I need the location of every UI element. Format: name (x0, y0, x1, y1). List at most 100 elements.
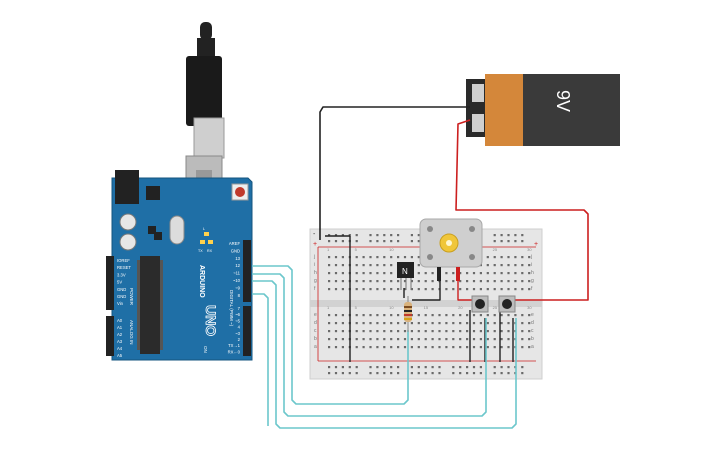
breadboard-hole[interactable] (390, 288, 393, 291)
breadboard-hole[interactable] (452, 314, 455, 317)
breadboard-hole[interactable] (328, 264, 331, 267)
breadboard-hole[interactable] (397, 322, 400, 325)
breadboard-hole[interactable] (500, 264, 503, 267)
breadboard-hole[interactable] (424, 346, 427, 349)
breadboard-hole[interactable] (438, 338, 441, 341)
rail-hole[interactable] (431, 372, 434, 375)
rail-hole[interactable] (397, 234, 400, 237)
breadboard-hole[interactable] (493, 338, 496, 341)
breadboard-hole[interactable] (328, 322, 331, 325)
breadboard-hole[interactable] (369, 272, 372, 275)
breadboard-hole[interactable] (528, 314, 531, 317)
breadboard-hole[interactable] (472, 280, 476, 283)
breadboard-hole[interactable] (438, 314, 441, 317)
breadboard-hole[interactable] (521, 288, 524, 291)
breadboard-hole[interactable] (486, 338, 489, 341)
breadboard-hole[interactable] (341, 338, 344, 341)
rail-hole[interactable] (521, 372, 524, 375)
rail-hole[interactable] (341, 234, 344, 237)
breadboard-hole[interactable] (417, 346, 420, 349)
breadboard-hole[interactable] (341, 330, 344, 333)
breadboard-hole[interactable] (431, 322, 434, 325)
breadboard-hole[interactable] (362, 288, 365, 291)
breadboard-hole[interactable] (459, 338, 462, 341)
breadboard-hole[interactable] (376, 264, 379, 267)
breadboard-hole[interactable] (334, 346, 338, 349)
rail-hole[interactable] (500, 240, 503, 243)
breadboard-hole[interactable] (390, 256, 393, 259)
breadboard-hole[interactable] (438, 346, 441, 349)
breadboard-hole[interactable] (355, 322, 358, 325)
breadboard-hole[interactable] (369, 288, 372, 291)
breadboard-hole[interactable] (472, 330, 476, 333)
breadboard-hole[interactable] (507, 256, 510, 259)
breadboard-hole[interactable] (459, 280, 462, 283)
rail-hole[interactable] (390, 240, 393, 243)
breadboard-hole[interactable] (362, 264, 365, 267)
breadboard-hole[interactable] (410, 322, 413, 325)
breadboard-hole[interactable] (383, 256, 386, 259)
breadboard-hole[interactable] (486, 264, 489, 267)
breadboard-hole[interactable] (369, 346, 372, 349)
breadboard-hole[interactable] (424, 314, 427, 317)
breadboard-hole[interactable] (390, 272, 393, 275)
rail-hole[interactable] (521, 234, 524, 237)
arduino-uno-board[interactable]: ARDUINO UNO DIGITAL (PWM ~) POWER ANALOG… (106, 170, 253, 361)
rail-hole[interactable] (369, 372, 372, 375)
breadboard-hole[interactable] (369, 256, 372, 259)
breadboard-hole[interactable] (466, 330, 469, 333)
breadboard-hole[interactable] (424, 322, 427, 325)
breadboard-hole[interactable] (452, 322, 455, 325)
rail-hole[interactable] (493, 240, 496, 243)
breadboard-hole[interactable] (493, 322, 496, 325)
breadboard-hole[interactable] (445, 314, 448, 317)
rail-hole[interactable] (334, 372, 338, 375)
breadboard-hole[interactable] (403, 330, 407, 333)
rail-hole[interactable] (417, 234, 420, 237)
breadboard-hole[interactable] (459, 314, 462, 317)
breadboard-hole[interactable] (528, 330, 531, 333)
rail-hole[interactable] (424, 366, 427, 369)
rail-hole[interactable] (328, 240, 331, 243)
breadboard-hole[interactable] (486, 256, 489, 259)
breadboard-hole[interactable] (459, 330, 462, 333)
breadboard-hole[interactable] (521, 322, 524, 325)
breadboard-hole[interactable] (445, 322, 448, 325)
breadboard-hole[interactable] (341, 322, 344, 325)
rail-hole[interactable] (334, 240, 338, 243)
breadboard-hole[interactable] (500, 314, 503, 317)
breadboard-hole[interactable] (445, 338, 448, 341)
rail-hole[interactable] (397, 366, 400, 369)
rail-hole[interactable] (493, 234, 496, 237)
breadboard-hole[interactable] (507, 280, 510, 283)
breadboard-hole[interactable] (341, 314, 344, 317)
breadboard-hole[interactable] (341, 256, 344, 259)
breadboard-hole[interactable] (466, 322, 469, 325)
breadboard-hole[interactable] (417, 272, 420, 275)
breadboard-hole[interactable] (417, 264, 420, 267)
breadboard-hole[interactable] (328, 272, 331, 275)
breadboard-hole[interactable] (528, 346, 531, 349)
rail-hole[interactable] (500, 366, 503, 369)
wire-pin10-to-button2[interactable] (252, 280, 517, 429)
breadboard-hole[interactable] (403, 338, 407, 341)
breadboard-hole[interactable] (486, 322, 489, 325)
breadboard-hole[interactable] (355, 280, 358, 283)
breadboard-hole[interactable] (459, 288, 462, 291)
rail-hole[interactable] (417, 240, 420, 243)
rail-hole[interactable] (348, 372, 351, 375)
breadboard-hole[interactable] (521, 338, 524, 341)
breadboard-hole[interactable] (383, 280, 386, 283)
breadboard-hole[interactable] (472, 314, 476, 317)
breadboard-hole[interactable] (528, 288, 531, 291)
breadboard-hole[interactable] (493, 264, 496, 267)
breadboard-hole[interactable] (521, 330, 524, 333)
breadboard-hole[interactable] (479, 330, 482, 333)
breadboard-hole[interactable] (507, 272, 510, 275)
rail-hole[interactable] (514, 240, 517, 243)
breadboard-hole[interactable] (376, 330, 379, 333)
rail-hole[interactable] (369, 240, 372, 243)
rail-hole[interactable] (390, 234, 393, 237)
breadboard-hole[interactable] (466, 280, 469, 283)
breadboard-hole[interactable] (383, 330, 386, 333)
